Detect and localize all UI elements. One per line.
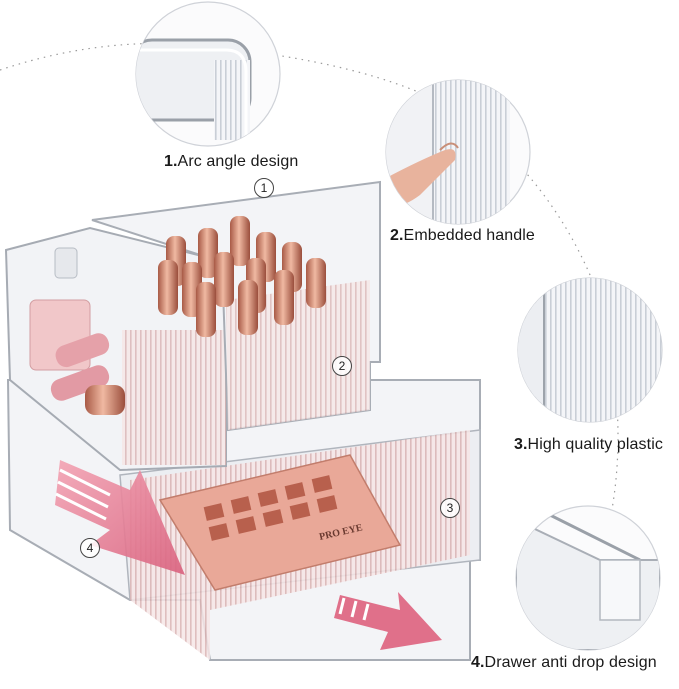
organizer-product: PRO EYE — [4, 180, 481, 661]
detail-circle-arc-angle — [135, 1, 281, 147]
feature-text: Embedded handle — [403, 227, 535, 244]
feature-number: 3. — [514, 436, 528, 453]
marker-4: 4 — [80, 538, 100, 558]
detail-circle-plastic — [517, 277, 663, 423]
feature-text: High quality plastic — [527, 436, 663, 453]
feature-number: 4. — [471, 654, 485, 671]
feature-number: 2. — [390, 227, 404, 244]
feature-label-2: 2.Embedded handle — [390, 227, 535, 245]
marker-1: 1 — [254, 178, 274, 198]
feature-label-1: 1.Arc angle design — [164, 153, 298, 171]
feature-text: Drawer anti drop design — [484, 654, 657, 671]
eyeshadow-palette: PRO EYE — [158, 454, 402, 591]
feature-label-4: 4.Drawer anti drop design — [471, 654, 657, 672]
lipsticks — [158, 216, 326, 337]
drawer-pull-arrow — [55, 460, 185, 575]
feature-text: Arc angle design — [177, 153, 299, 170]
detail-circle-embedded-handle — [385, 79, 531, 225]
lip-gloss-tubes — [29, 247, 125, 415]
marker-2: 2 — [332, 356, 352, 376]
detail-circle-anti-drop — [515, 505, 661, 651]
drawer-out-arrow — [334, 592, 442, 650]
marker-3: 3 — [440, 498, 460, 518]
feature-label-3: 3.High quality plastic — [514, 436, 663, 454]
feature-number: 1. — [164, 153, 178, 170]
